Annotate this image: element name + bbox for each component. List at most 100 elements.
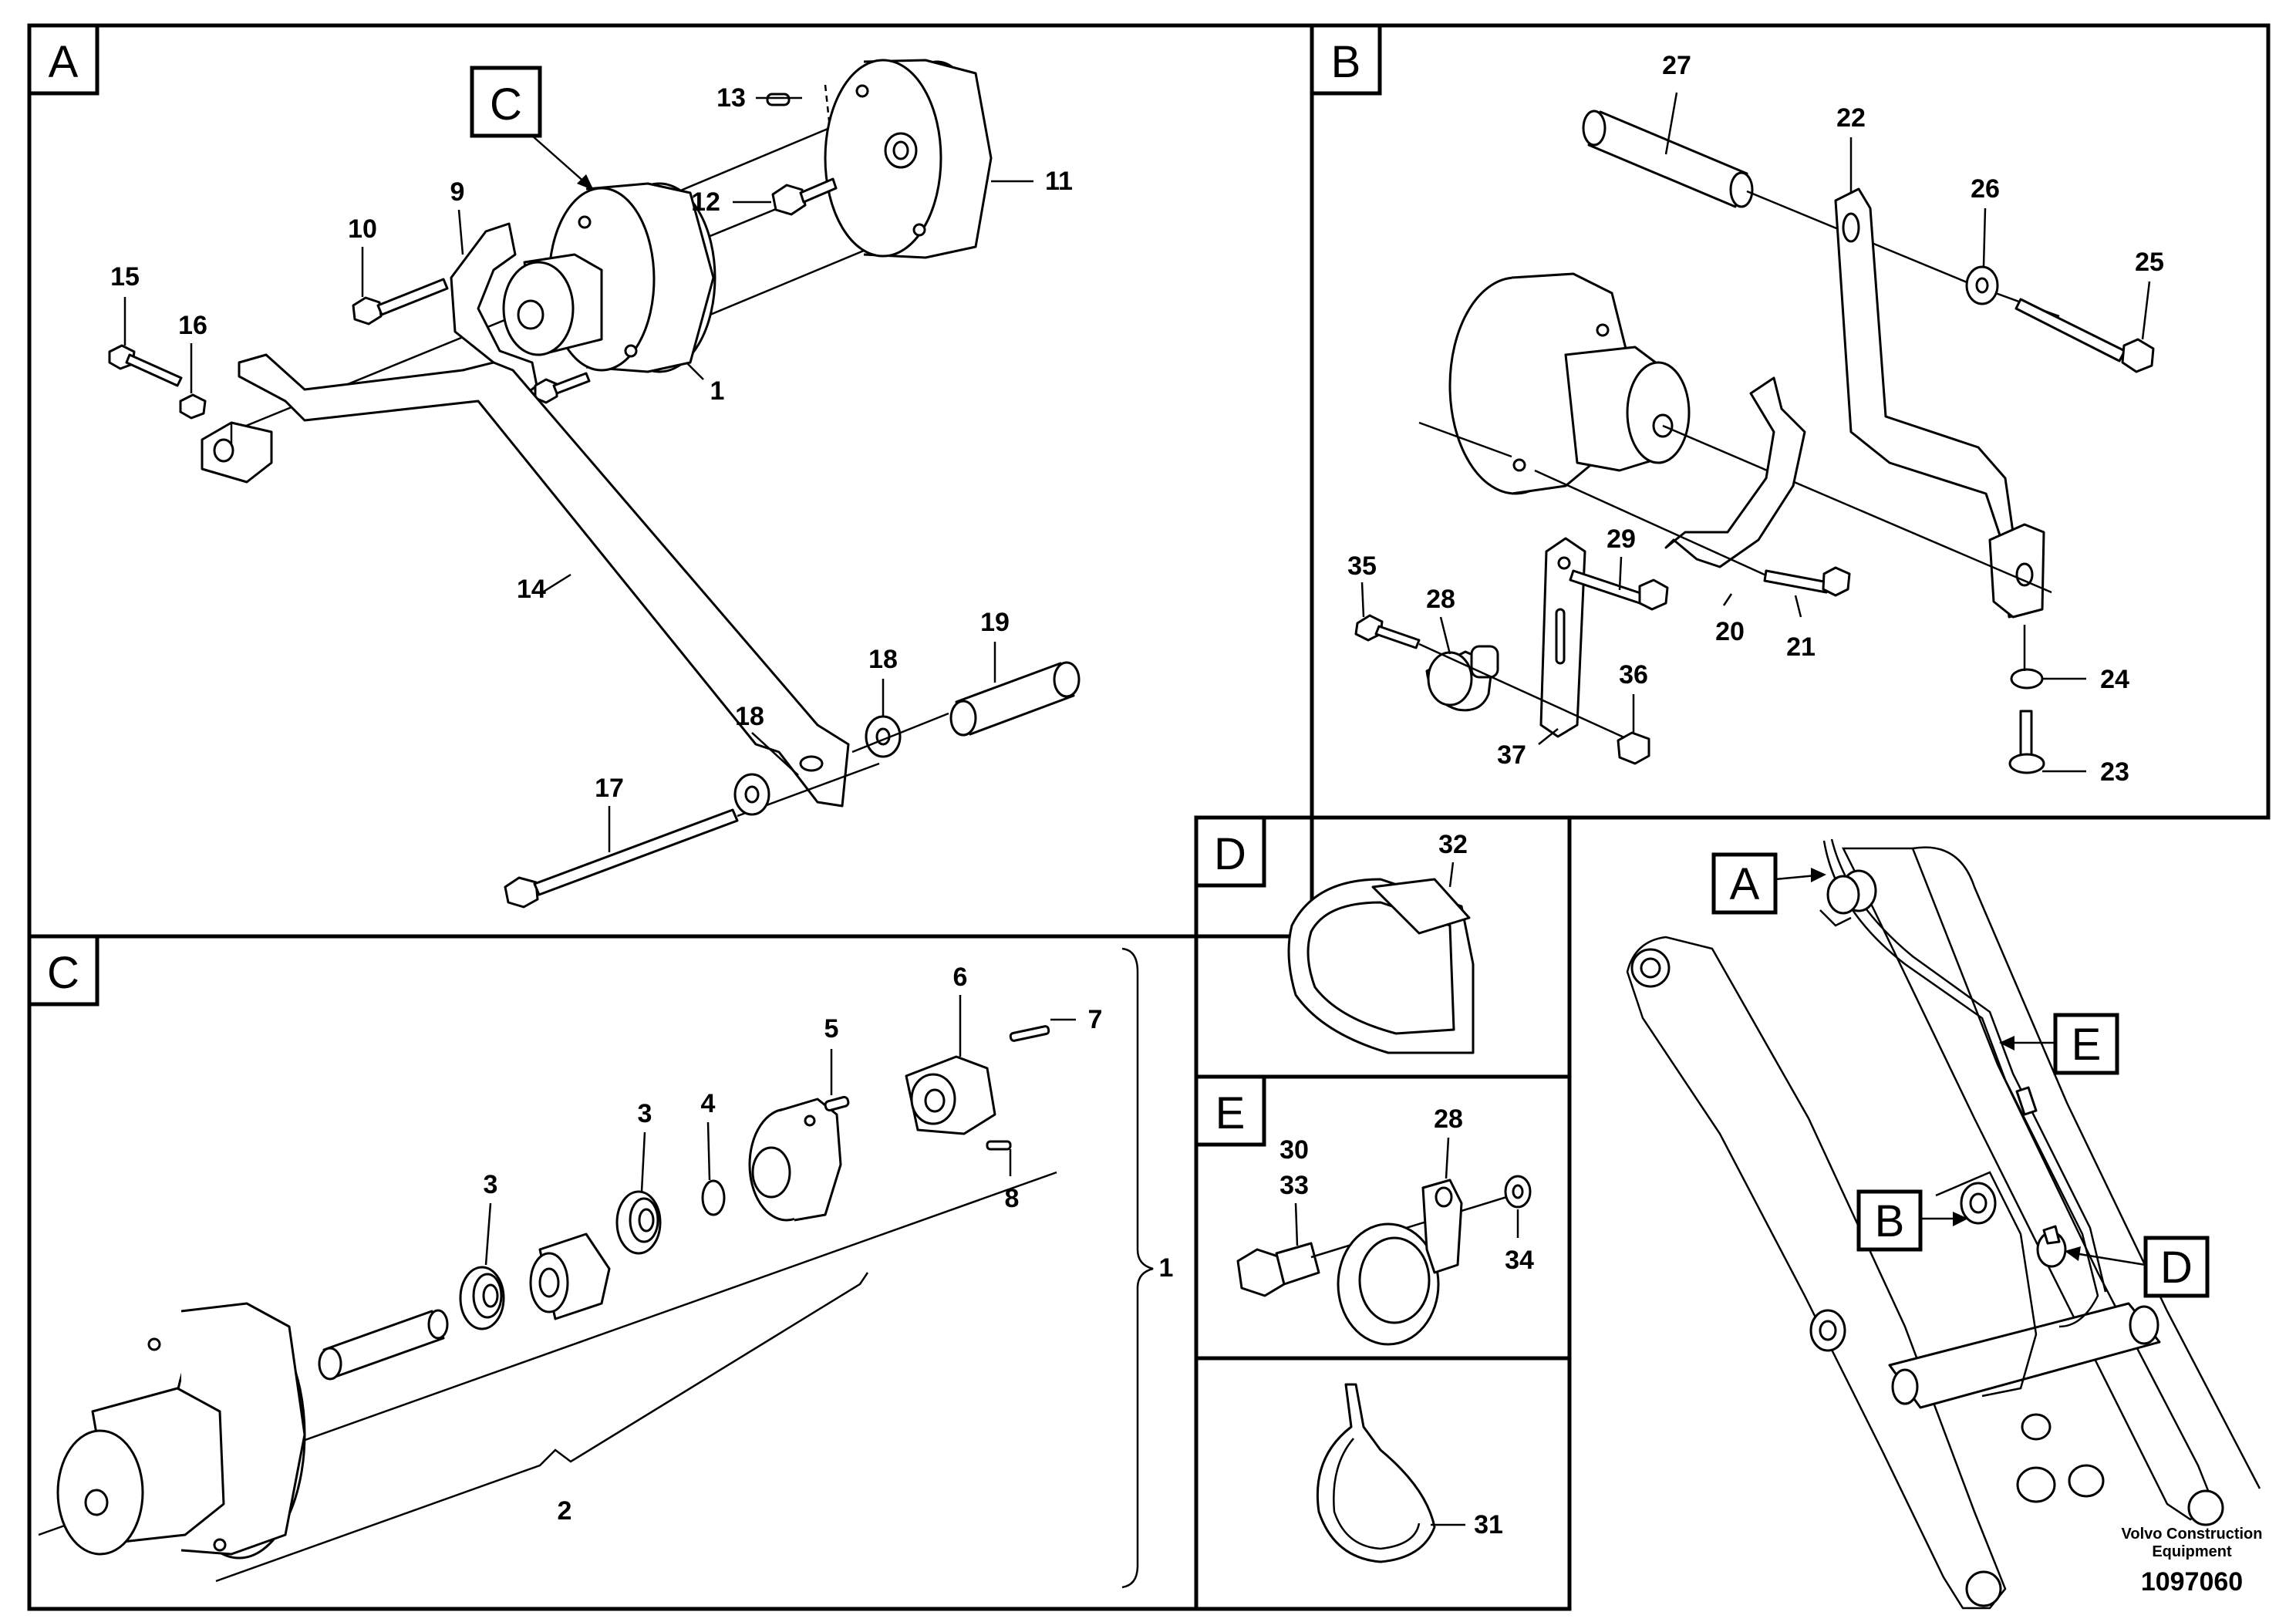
bolt-21: [1763, 566, 1851, 597]
screw-5: [824, 1095, 850, 1112]
bolt-12: [771, 177, 838, 216]
brand-line-1: Volvo Construction: [2122, 1526, 2263, 1543]
label-35: 35: [1347, 551, 1377, 581]
bolt-30-33: [1236, 1242, 1320, 1297]
svg-text:C: C: [47, 948, 79, 998]
label-28-e: 28: [1434, 1104, 1463, 1134]
bolt-23: [2008, 710, 2045, 774]
label-9: 9: [450, 177, 465, 207]
panel-e-drawing: 28 30 33 34: [1236, 1104, 1534, 1346]
panel-a-drawing: C: [108, 59, 1081, 909]
flange-b: [1418, 272, 2052, 594]
svg-text:E: E: [2072, 1020, 2102, 1070]
panel-d-label: D: [1194, 815, 1266, 888]
label-1: 1: [710, 376, 725, 406]
svg-text:A: A: [1730, 859, 1760, 909]
label-29: 29: [1607, 524, 1636, 554]
label-4: 4: [701, 1089, 716, 1118]
disc-11: [824, 59, 993, 259]
pin-13: [766, 93, 791, 106]
label-37: 37: [1497, 740, 1526, 770]
overview-ref-b: B: [1856, 1189, 1968, 1252]
nut-16: [179, 393, 207, 420]
nut-36: [1617, 731, 1650, 765]
panel-a-frame: [27, 23, 1314, 939]
bolt-17: [504, 762, 880, 909]
label-31: 31: [1474, 1510, 1503, 1539]
label-5: 5: [824, 1014, 839, 1044]
detail-c-reference: C: [470, 66, 594, 191]
brace-1: [1121, 947, 1154, 1589]
panel-a-label: A: [27, 23, 99, 96]
overview-ref-e: E: [1999, 1013, 2119, 1075]
label-32: 32: [1438, 830, 1468, 859]
label-11: 11: [1045, 167, 1073, 196]
overview-ref-a: A: [1711, 852, 1826, 915]
label-25: 25: [2135, 248, 2164, 277]
panel-b-frame: [1310, 23, 2271, 820]
svg-text:C: C: [490, 79, 522, 130]
sensor-6: [905, 1055, 996, 1135]
label-3b: 3: [638, 1099, 652, 1128]
label-34: 34: [1505, 1246, 1534, 1275]
bolt-10: [352, 278, 449, 325]
label-3a: 3: [484, 1170, 498, 1199]
clamp-28e: [1337, 1179, 1463, 1346]
svg-text:E: E: [1215, 1088, 1246, 1138]
pin-8: [986, 1140, 1012, 1151]
overview-ref-d: D: [2065, 1236, 2210, 1298]
bolt-bracket: [534, 372, 591, 404]
panel-tie-frame: [1194, 1356, 1572, 1611]
cable-tie-drawing: 31: [1316, 1383, 1503, 1563]
label-27: 27: [1662, 51, 1691, 80]
bolt-35: [1354, 614, 1421, 649]
label-8: 8: [1005, 1184, 1020, 1213]
svg-text:D: D: [2160, 1243, 2193, 1293]
brace-2: [215, 1272, 869, 1583]
label-13: 13: [716, 83, 746, 113]
bolt-25: [2014, 298, 2155, 373]
label-30: 30: [1279, 1135, 1309, 1165]
label-7: 7: [1088, 1005, 1103, 1034]
panel-b-label: B: [1310, 23, 1382, 96]
label-2: 2: [558, 1496, 572, 1526]
panel-b-drawing: 27 22 26 25 20 21 29 35 28 36 37 24 23: [1347, 51, 2164, 787]
overview-drawing: A E B D Volvo Construction Equipment 109…: [1626, 838, 2263, 1610]
bearing-housing: [748, 1098, 842, 1222]
panel-c-label: C: [27, 934, 99, 1007]
label-24: 24: [2100, 665, 2129, 694]
housing: [502, 182, 716, 373]
washer-24: [2010, 668, 2044, 690]
sleeve-27: [1582, 110, 1754, 208]
label-23: 23: [2100, 757, 2129, 787]
label-18b: 18: [868, 645, 898, 674]
shaft-c: [318, 1309, 449, 1381]
screw-7: [1009, 1025, 1050, 1042]
panel-d-drawing: 32: [1287, 830, 1475, 1054]
panel-e-label: E: [1194, 1074, 1266, 1147]
label-28-b: 28: [1426, 585, 1455, 614]
label-17: 17: [595, 774, 624, 803]
label-16: 16: [178, 311, 207, 340]
bearing-3a: [459, 1266, 505, 1330]
bearing-3b: [615, 1190, 662, 1255]
cable-tie-31: [1316, 1383, 1436, 1563]
label-36: 36: [1619, 660, 1648, 690]
svg-text:A: A: [49, 37, 79, 87]
spacer-c: [529, 1233, 611, 1320]
clamp-28b: [1425, 645, 1499, 712]
panel-c-drawing: 6 7 8 5 4 3 3 2 1: [38, 947, 1173, 1589]
bolt-29: [1569, 569, 1669, 611]
svg-text:D: D: [1214, 829, 1246, 879]
sleeve-19: [949, 661, 1081, 737]
bracket-20: [1664, 376, 1806, 568]
flange-c: [56, 1302, 306, 1560]
label-18a: 18: [735, 702, 764, 731]
label-21: 21: [1786, 632, 1816, 662]
arm-14: [238, 353, 850, 808]
svg-text:B: B: [1331, 37, 1361, 87]
brand-line-2: Equipment: [2152, 1543, 2232, 1560]
label-20: 20: [1715, 617, 1745, 646]
block: [201, 421, 273, 484]
